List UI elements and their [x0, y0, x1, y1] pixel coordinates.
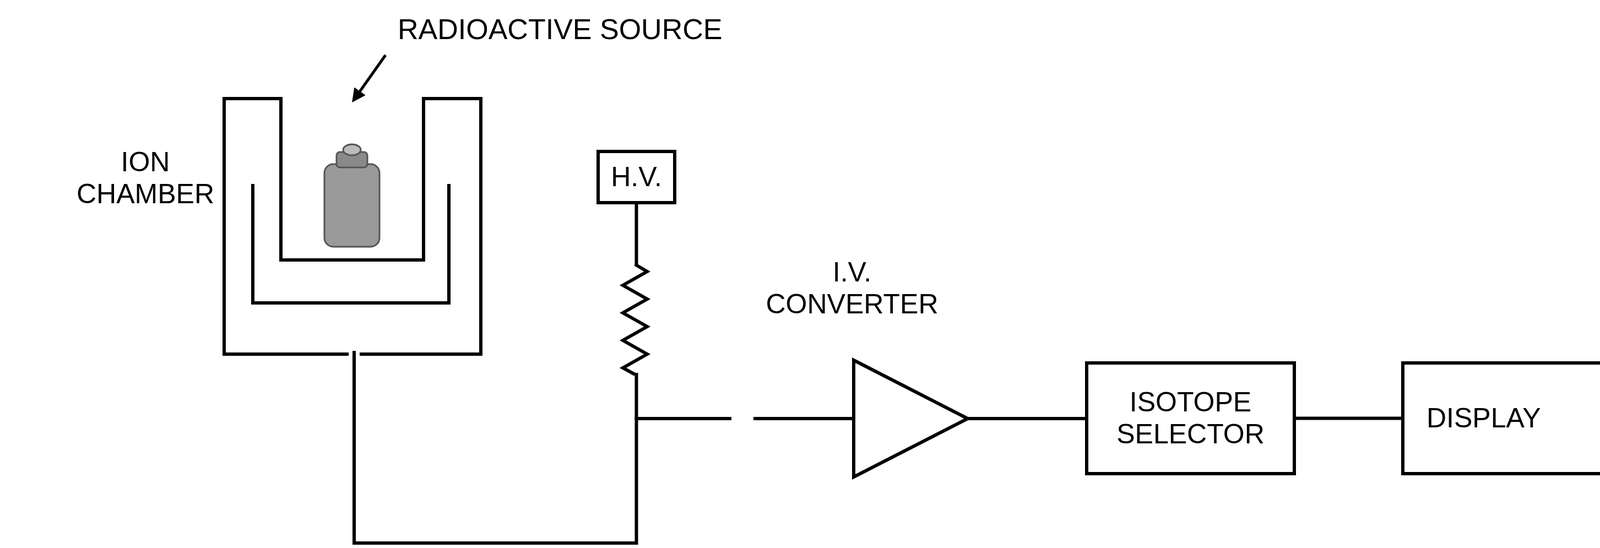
amplifier-triangle-shape [853, 360, 968, 477]
selector-box: ISOTOPE SELECTOR [1085, 361, 1296, 476]
resistor-symbol [622, 264, 648, 375]
source-vial [324, 144, 380, 247]
wire [967, 416, 1086, 421]
chamber-label: ION CHAMBER [65, 146, 226, 210]
amplifier-outline [852, 358, 970, 479]
part-label: RADIOACTIVE SOURCE [397, 13, 723, 47]
converter-label: I.V. CONVERTER [758, 256, 946, 320]
box-label: H.V. [610, 161, 663, 194]
leader-arrow [353, 55, 386, 101]
chamber-wall [224, 98, 481, 355]
wire [354, 352, 853, 544]
display-box: DISPLAY [1401, 361, 1600, 476]
wire [1294, 416, 1402, 421]
amplifier-triangle: I.V. CONVERTER [852, 358, 970, 479]
ion-chamber: ION CHAMBER [222, 96, 483, 355]
hv-supply-box: H.V. [596, 149, 677, 205]
chamber-outline [222, 96, 483, 355]
box-label: ISOTOPE SELECTOR [1099, 386, 1282, 450]
box-label: DISPLAY [1426, 402, 1542, 435]
